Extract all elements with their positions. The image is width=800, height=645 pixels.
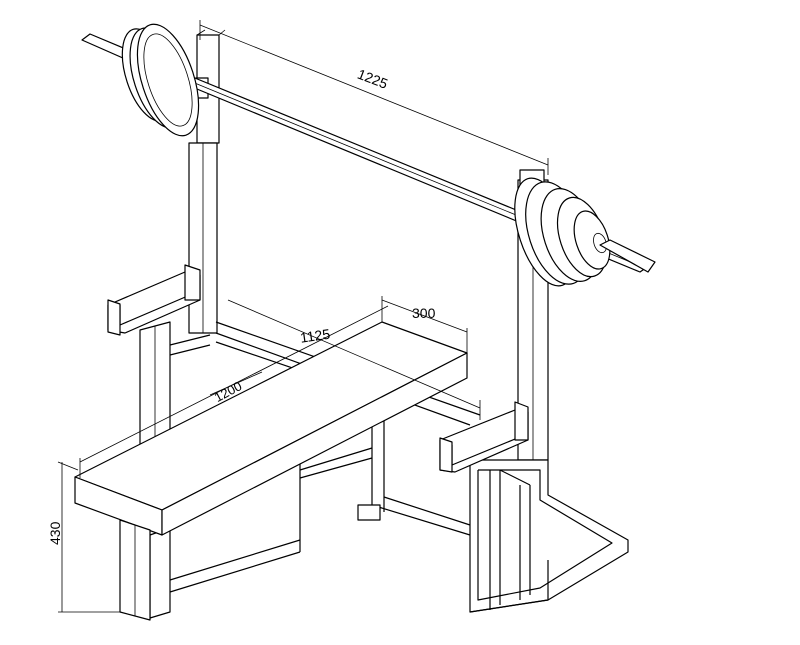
right-spotter-arm bbox=[439, 401, 529, 473]
right-base-frame bbox=[469, 459, 629, 613]
dim-label-bench-height: 430 bbox=[47, 521, 63, 545]
dim-label-bench-length: 1125 bbox=[299, 326, 331, 346]
dim-label-barbell-width: 1225 bbox=[355, 66, 390, 92]
bench bbox=[74, 321, 468, 621]
dimension-lines bbox=[57, 20, 549, 613]
left-spotter-arm bbox=[107, 264, 211, 456]
dim-label-bench-width: 300 bbox=[412, 305, 436, 321]
barbell bbox=[81, 23, 656, 287]
